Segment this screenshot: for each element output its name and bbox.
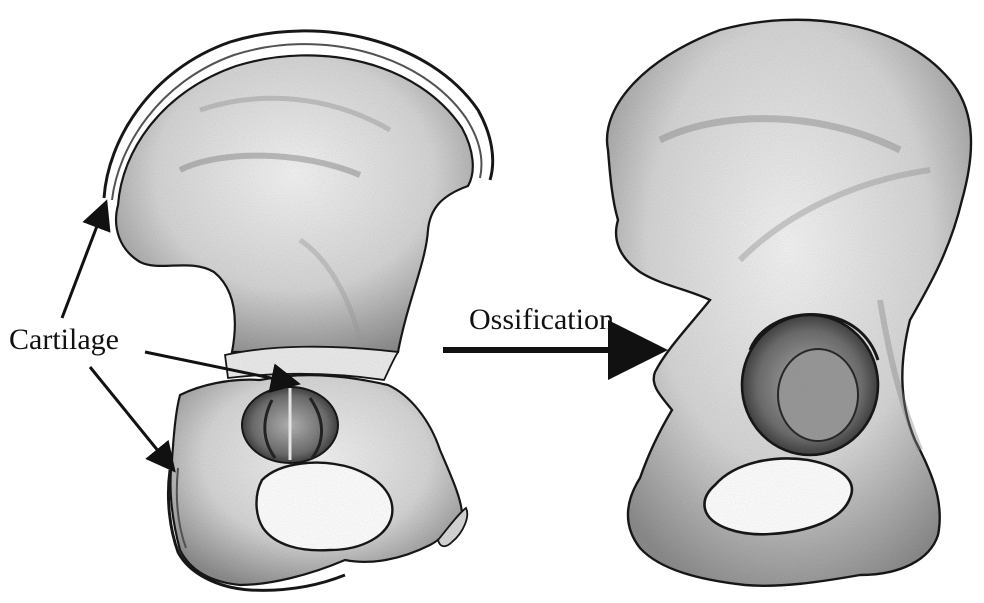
ossification-label: Ossification (469, 305, 614, 335)
immature-pelvic-bone-drawing (104, 31, 493, 590)
arrow-to-iliac-crest (62, 205, 105, 318)
mature-pelvic-bone-drawing (607, 20, 971, 586)
cartilage-label: Cartilage (9, 325, 119, 355)
arrow-to-ischial (90, 367, 172, 468)
